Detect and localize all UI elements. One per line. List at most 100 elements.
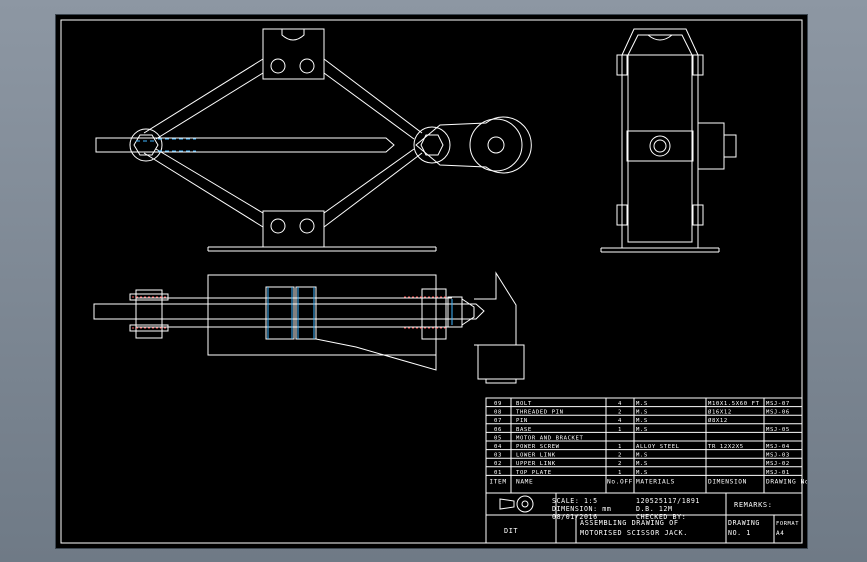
parts-drawing_no-cell: MSJ-02 [766,461,790,467]
right-pin-assembly [421,288,447,340]
base-taper [315,338,437,371]
parts-header-name: NAME [516,478,533,485]
parts-drawing_no-cell: MSJ-04 [766,444,790,450]
parts-item-cell: 04 [494,444,502,450]
parts-name-cell: POWER SCREW [516,444,560,450]
power-screw [95,137,395,153]
parts-dimension-cell: Ø8X12 [708,417,728,424]
motor-disk [469,118,523,172]
parts-name-cell: UPPER LINK [516,461,556,467]
parts-qty-cell: 1 [618,427,622,433]
parts-item-cell: 06 [494,427,502,433]
parts-qty-cell: 1 [618,444,622,450]
drawing-number: NO. 1 [728,529,751,537]
motor-coupling [415,116,532,174]
parts-material-cell: M.S [636,453,648,459]
top-view-base [207,274,437,356]
coupling-cone [461,298,475,326]
drawing-label: DRAWING [728,519,760,527]
parts-drawing_no-cell: MSJ-06 [766,410,790,416]
parts-name-cell: LOWER LINK [516,453,556,459]
parts-header-dimension: DIMENSION [708,478,747,485]
side-lug-bl [616,204,628,226]
scale-label: SCALE: 1:5 [552,497,598,505]
top-plate-notch [281,29,305,41]
motor-bracket [474,271,517,346]
drawn-by: D.B. 12M [636,505,673,513]
title-block-grid [485,397,803,544]
side-motor-cap [723,134,737,158]
parts-qty-cell: 4 [618,401,622,407]
parts-material-cell: M.S [636,470,648,476]
left-pin-assembly [135,289,163,339]
sheet-border [60,19,803,544]
parts-item-cell: 07 [494,418,502,424]
front-view [95,28,532,252]
side-frame-outer [621,28,699,249]
parts-drawing_no-cell: MSJ-01 [766,470,790,476]
parts-name-cell: PIN [516,418,528,424]
parts-drawing_no-cell: MSJ-03 [766,453,790,459]
parts-name-cell: MOTOR AND BRACKET [516,435,583,441]
parts-name-cell: BOLT [516,401,532,407]
remarks-label: REMARKS: [734,501,773,509]
title-block-row-lines [486,406,802,476]
parts-header-item: ITEM [489,478,506,485]
side-nut-block [626,130,694,162]
parts-item-cell: 08 [494,410,502,416]
format-value: A4 [776,530,784,537]
drawing-date: 08/01/2016 [552,513,598,521]
parts-name-cell: THREADED PIN [516,410,564,416]
side-lug-tr [692,54,704,76]
institute-label: DIT [504,527,518,535]
parts-qty-cell: 2 [618,410,622,416]
side-view [600,28,737,253]
side-lug-tl [616,54,628,76]
top-view [93,271,525,384]
parts-drawing_no-cell: MSJ-05 [766,427,790,433]
parts-qty-cell: 4 [618,418,622,424]
parts-material-cell: M.S [636,427,648,433]
parts-material-cell: M.S [636,418,648,424]
parts-drawing_no-cell: MSJ-07 [766,401,790,407]
parts-material-cell: M.S [636,410,648,416]
dimension-units: DIMENSION: mm [552,505,611,513]
parts-dimension-cell: M10X1.5X60 FT [708,401,760,407]
parts-name-cell: BASE [516,427,532,433]
middle-pin-assembly [265,286,295,340]
top-pin-left [270,58,286,74]
right-hex-nut [420,134,444,156]
parts-header-drawing_no: DRAWING No. [766,478,807,485]
parts-qty-cell: 1 [618,470,622,476]
checked-by: CHECKED BY: [636,513,686,521]
registration-number: 120525117/1891 [636,497,700,505]
drawing-title-line1: ASSEMBLING DRAWING OF [580,519,679,527]
parts-item-cell: 03 [494,453,502,459]
side-screw-hole [649,135,671,157]
format-label: FORMAT [776,521,799,527]
motor-shaft [487,136,505,154]
parts-material-cell: M.S [636,401,648,407]
parts-material-cell: ALLOY STEEL [636,444,680,450]
side-frame-inner [627,34,693,243]
parts-name-cell: TOP PLATE [516,470,552,476]
parts-qty-cell: 2 [618,453,622,459]
parts-dimension-cell: Ø16X12 [708,409,732,416]
right-trunnion [413,126,451,164]
parts-item-cell: 02 [494,461,502,467]
drawing-title-line2: MOTORISED SCISSOR JACK. [580,529,688,537]
base-pin-right [299,218,315,234]
parts-header-material: MATERIALS [636,478,675,485]
left-hex-nut [133,134,159,156]
parts-dimension-cell: TR 12X2X5 [708,444,744,450]
parts-material-cell: M.S [636,461,648,467]
parts-item-cell: 01 [494,470,502,476]
parts-qty-cell: 2 [618,461,622,467]
parts-item-cell: 09 [494,401,502,407]
motor-body [477,344,525,380]
top-view-screw [93,303,485,320]
top-plate [262,28,325,80]
